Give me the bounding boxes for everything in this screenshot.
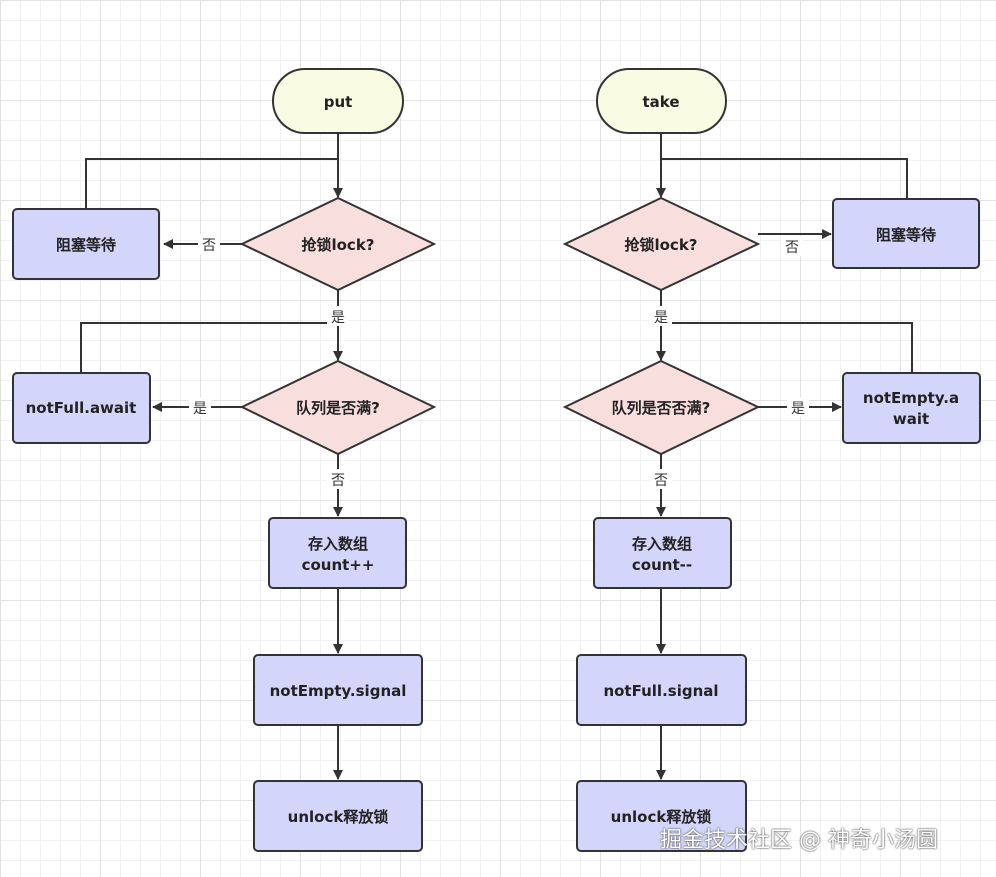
process-await-put: notFull.await xyxy=(12,372,151,444)
process-signal-label-take: notFull.signal xyxy=(603,682,718,700)
edge-await-loop-take xyxy=(661,322,913,373)
start-node-take: take xyxy=(596,68,727,134)
label-lock-no: 否 xyxy=(202,238,216,254)
edge-wait-loop xyxy=(85,158,338,209)
label-check-no: 否 xyxy=(331,473,345,489)
process-await-label-put: notFull.await xyxy=(26,399,137,417)
label-lock-yes-take: 是 xyxy=(654,310,668,326)
process-await-line1-take: notEmpty.a xyxy=(863,389,959,407)
edge-await-loop xyxy=(80,322,338,373)
decision-check-take: 队列是否否满? xyxy=(562,359,761,456)
process-store-line1-take: 存入数组 xyxy=(632,535,692,553)
process-signal-put: notEmpty.signal xyxy=(253,654,423,726)
process-unlock-take: unlock释放锁 xyxy=(576,780,747,852)
process-unlock-label-take: unlock释放锁 xyxy=(611,808,712,826)
decision-lock-label-put: 抢锁lock? xyxy=(301,236,374,254)
label-lock-yes: 是 xyxy=(331,310,345,326)
put-flow: 否 是 是 否 put 抢锁lock? 阻塞等待 队列是否满? notFull.… xyxy=(12,68,437,852)
watermark: 掘金技术社区 @ 神奇小汤圆 xyxy=(660,828,938,853)
decision-lock-put: 抢锁lock? xyxy=(239,196,437,292)
process-signal-take: notFull.signal xyxy=(576,654,747,726)
process-await-take: notEmpty.a wait xyxy=(842,372,981,444)
process-wait-put: 阻塞等待 xyxy=(12,208,160,280)
process-store-take: 存入数组 count-- xyxy=(593,517,732,589)
process-wait-label-put: 阻塞等待 xyxy=(56,236,116,254)
edge-wait-loop-take xyxy=(661,158,908,199)
decision-check-label-put: 队列是否满? xyxy=(296,399,380,417)
start-label-take: take xyxy=(642,93,679,111)
label-check-no-take: 否 xyxy=(654,473,668,489)
start-node-put: put xyxy=(272,68,404,134)
process-store-put: 存入数组 count++ xyxy=(268,517,407,589)
process-store-line1-put: 存入数组 xyxy=(308,535,368,553)
label-lock-no-take: 否 xyxy=(785,240,799,256)
process-wait-label-take: 阻塞等待 xyxy=(876,226,936,244)
decision-lock-take: 抢锁lock? xyxy=(562,196,761,292)
decision-lock-label-take: 抢锁lock? xyxy=(624,236,697,254)
decision-check-put: 队列是否满? xyxy=(239,359,437,456)
take-flow: 否 是 是 否 take 抢锁lock? 阻塞等待 队列是否否满? notEmp… xyxy=(562,68,981,852)
label-check-yes: 是 xyxy=(193,401,207,417)
process-unlock-label-put: unlock释放锁 xyxy=(288,808,389,826)
process-unlock-put: unlock释放锁 xyxy=(253,780,423,852)
process-signal-label-put: notEmpty.signal xyxy=(270,682,407,700)
process-wait-take: 阻塞等待 xyxy=(832,198,980,269)
process-store-line2-put: count++ xyxy=(302,556,375,574)
process-await-line2-take: wait xyxy=(893,410,929,428)
label-check-yes-take: 是 xyxy=(791,401,805,417)
process-store-line2-take: count-- xyxy=(632,556,692,574)
decision-check-label-take: 队列是否否满? xyxy=(612,399,711,417)
start-label-put: put xyxy=(324,93,353,111)
